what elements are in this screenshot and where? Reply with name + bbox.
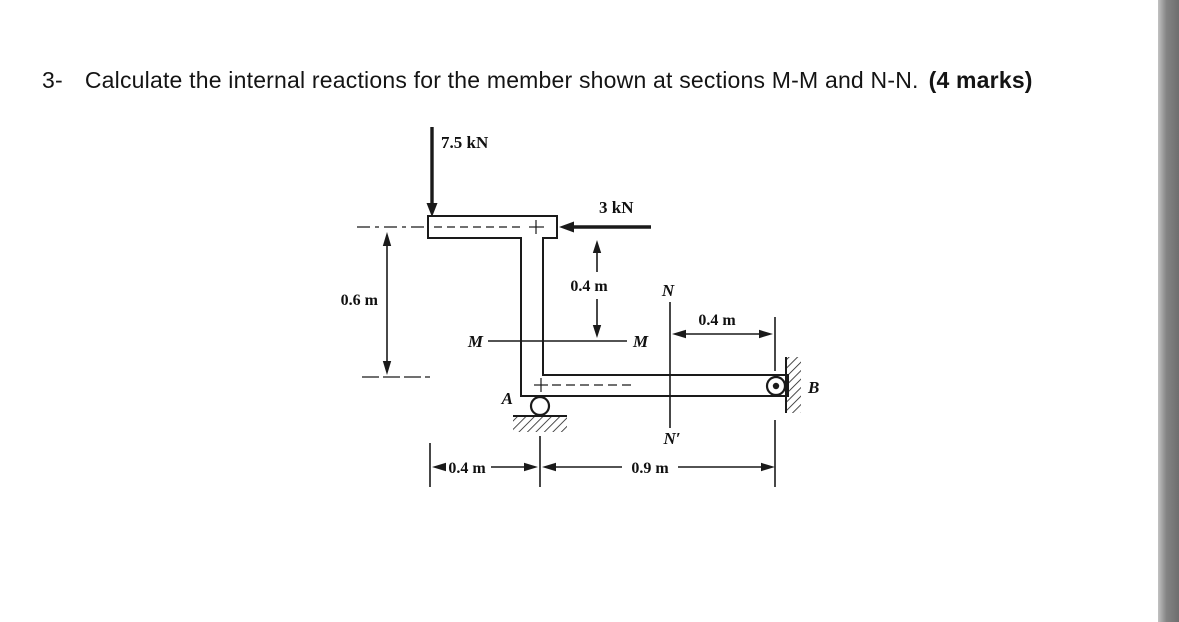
question-text: Calculate the internal reactions for the… bbox=[84, 67, 919, 93]
dim-0-4m-vertical-label: 0.4 m bbox=[570, 278, 608, 295]
dim-0-4m-vertical bbox=[592, 240, 602, 338]
dim-bottom-left-label: 0.4 m bbox=[448, 460, 486, 477]
dim-0-4m-right-label: 0.4 m bbox=[698, 312, 736, 329]
bottom-member-centerline bbox=[534, 378, 632, 392]
dim-0-4m-right bbox=[672, 317, 776, 371]
dim-bottom-right-label: 0.9 m bbox=[631, 460, 669, 477]
dim-0-6m bbox=[357, 226, 430, 378]
question-line: 3- Calculate the internal reactions for t… bbox=[42, 67, 1033, 94]
dim-0-6m-label: 0.6 m bbox=[341, 292, 379, 309]
support-a-label: A bbox=[501, 389, 513, 408]
question-marks: (4 marks) bbox=[928, 67, 1033, 93]
force-3kN-label: 3 kN bbox=[599, 198, 634, 217]
section-n-bottom-label: N′ bbox=[662, 429, 680, 448]
dim-bottom bbox=[429, 420, 776, 487]
member-figure: 7.5 kN 3 kN bbox=[330, 105, 850, 505]
section-n-top-label: N bbox=[661, 281, 675, 300]
section-m-right-label: M bbox=[632, 332, 649, 351]
support-a bbox=[513, 395, 567, 432]
support-b-label: B bbox=[807, 378, 819, 397]
question-number: 3- bbox=[42, 67, 63, 93]
support-b bbox=[765, 357, 801, 413]
scanned-page-edge bbox=[1158, 0, 1179, 622]
top-member-centerline bbox=[434, 220, 544, 234]
force-7-5kN-arrow bbox=[426, 127, 438, 217]
force-3kN-arrow bbox=[559, 221, 651, 233]
member-outline bbox=[427, 215, 789, 397]
force-7-5kN-label: 7.5 kN bbox=[441, 133, 489, 152]
section-m-left-label: M bbox=[467, 332, 484, 351]
